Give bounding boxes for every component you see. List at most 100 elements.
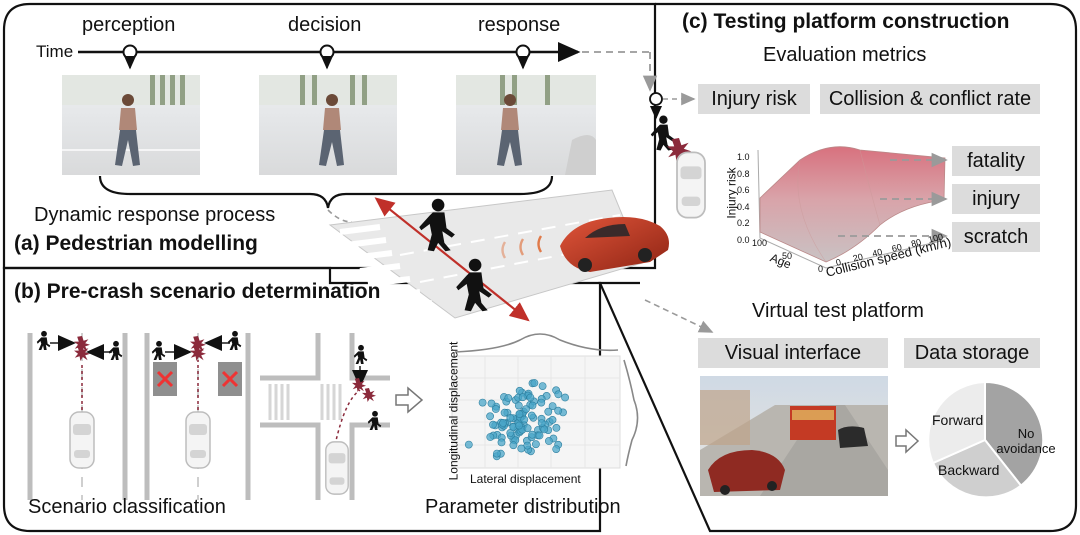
metrics-heading: Evaluation metrics [763, 44, 927, 66]
scatter-point [486, 433, 495, 441]
scatter-point [544, 407, 553, 416]
scatter-point [554, 390, 563, 399]
pedestrian-icon [151, 340, 166, 360]
scatter-point [515, 386, 524, 395]
scatter-point [527, 411, 536, 420]
panel-b-title: (b) Pre-crash scenario determination [14, 280, 381, 303]
age-tick-50: 50 [782, 251, 793, 261]
platform-link-arrow [644, 299, 714, 333]
platform-heading: Virtual test platform [752, 300, 924, 322]
timeline-nodes [122, 44, 531, 70]
process-label: Dynamic response process [34, 204, 276, 226]
car-icon [560, 217, 669, 272]
stage-label-perception: perception [82, 14, 176, 36]
metric-tag-collision-rate: Collision & conflict rate [820, 84, 1040, 114]
pie-label-forward: Forward [932, 412, 984, 428]
car-icon [69, 411, 95, 469]
scatter-point [545, 437, 553, 445]
scatter-point [478, 398, 487, 407]
pie-label-no-avoidance: No avoidance [996, 426, 1056, 456]
scenario-3 [260, 333, 390, 500]
outcome-tag-scratch: scratch [952, 222, 1040, 252]
scatter-point [532, 440, 540, 449]
metric-tag-injury-risk: Injury risk [698, 84, 810, 114]
age-tick-0: 0 [818, 264, 824, 274]
scatter-point [520, 415, 529, 424]
z-tick-labels: 1.0 0.8 0.6 0.4 0.2 0.0 [737, 152, 750, 245]
scatter-point [552, 445, 561, 453]
crossing-road-scene [328, 189, 669, 322]
scatter-point [504, 394, 513, 402]
scatter-point [538, 382, 547, 390]
scatter-point [499, 418, 507, 427]
pedestrian-icon [353, 344, 368, 364]
scatter-point [509, 441, 518, 450]
y-axis-label: Longitudinal displacement [446, 341, 461, 481]
x-axis-label: Lateral displacement [470, 472, 581, 486]
scatter-point [528, 401, 537, 410]
parameter-distribution-label: Parameter distribution [425, 496, 621, 518]
scatter-point [535, 431, 544, 440]
scenario-2 [144, 330, 251, 500]
scatter-point [515, 410, 524, 418]
pedestrian-icon [36, 330, 51, 350]
injury-risk-surface-plot [757, 146, 946, 269]
scatter-point [522, 405, 530, 413]
scatter-point [515, 421, 523, 430]
scatter-point [537, 398, 546, 407]
scatter-point [523, 424, 532, 433]
hollow-arrow-icon [395, 386, 424, 414]
parameter-scatter-plot [451, 333, 639, 469]
stage-label-response: response [478, 14, 561, 36]
car-icon [185, 411, 211, 469]
scatter-point [491, 405, 500, 413]
pedestrian-path-arrow [374, 197, 530, 322]
pedestrian-icon [108, 340, 123, 360]
scatter-point [492, 449, 501, 458]
risk-pointer [649, 92, 696, 120]
scatter-point [552, 423, 561, 432]
car-icon [676, 151, 706, 219]
data-storage-pie [927, 380, 1045, 499]
pedestrian-photo-response [456, 75, 596, 175]
scatter-point [514, 401, 523, 410]
outcome-tag-injury: injury [952, 184, 1040, 214]
platform-tag-visual-interface: Visual interface [698, 338, 888, 368]
scatter-point [518, 393, 527, 402]
pedestrian-photo-perception [62, 75, 200, 175]
scatter-point [506, 413, 515, 422]
collision-burst-icon [362, 388, 376, 402]
scatter-point [489, 420, 497, 429]
scatter-point [554, 406, 563, 415]
scatter-point [497, 438, 506, 447]
time-axis-label: Time [36, 42, 74, 61]
car-icon [325, 441, 349, 495]
outcome-tag-fatality: fatality [952, 146, 1040, 176]
age-tick-100: 100 [752, 238, 768, 248]
scatter-point [548, 402, 557, 410]
scatter-point [517, 444, 526, 453]
hollow-arrow-icon [895, 428, 920, 454]
scatter-point [530, 379, 539, 387]
scatter-point [526, 393, 535, 402]
scatter-point [500, 408, 509, 417]
scenario-classification-label: Scenario classification [28, 496, 226, 518]
scatter-point [464, 440, 473, 449]
panel-c-border [598, 2, 1078, 533]
panel-c-title: (c) Testing platform construction [682, 10, 1010, 33]
outcome-arrows [838, 152, 948, 244]
platform-tag-data-storage: Data storage [904, 338, 1040, 368]
scatter-point [487, 399, 496, 408]
pedestrian-icon [227, 330, 242, 350]
scatter-point [528, 430, 537, 439]
stage-label-decision: decision [288, 14, 362, 36]
visual-interface-screenshot [700, 376, 888, 496]
panel-a-title: (a) Pedestrian modelling [14, 232, 258, 255]
scenario-1 [27, 330, 128, 500]
scatter-point [537, 419, 546, 427]
process-brace [98, 175, 554, 209]
pie-label-backward: Backward [938, 462, 1000, 478]
scatter-point [561, 393, 569, 402]
scatter-point [548, 415, 557, 424]
